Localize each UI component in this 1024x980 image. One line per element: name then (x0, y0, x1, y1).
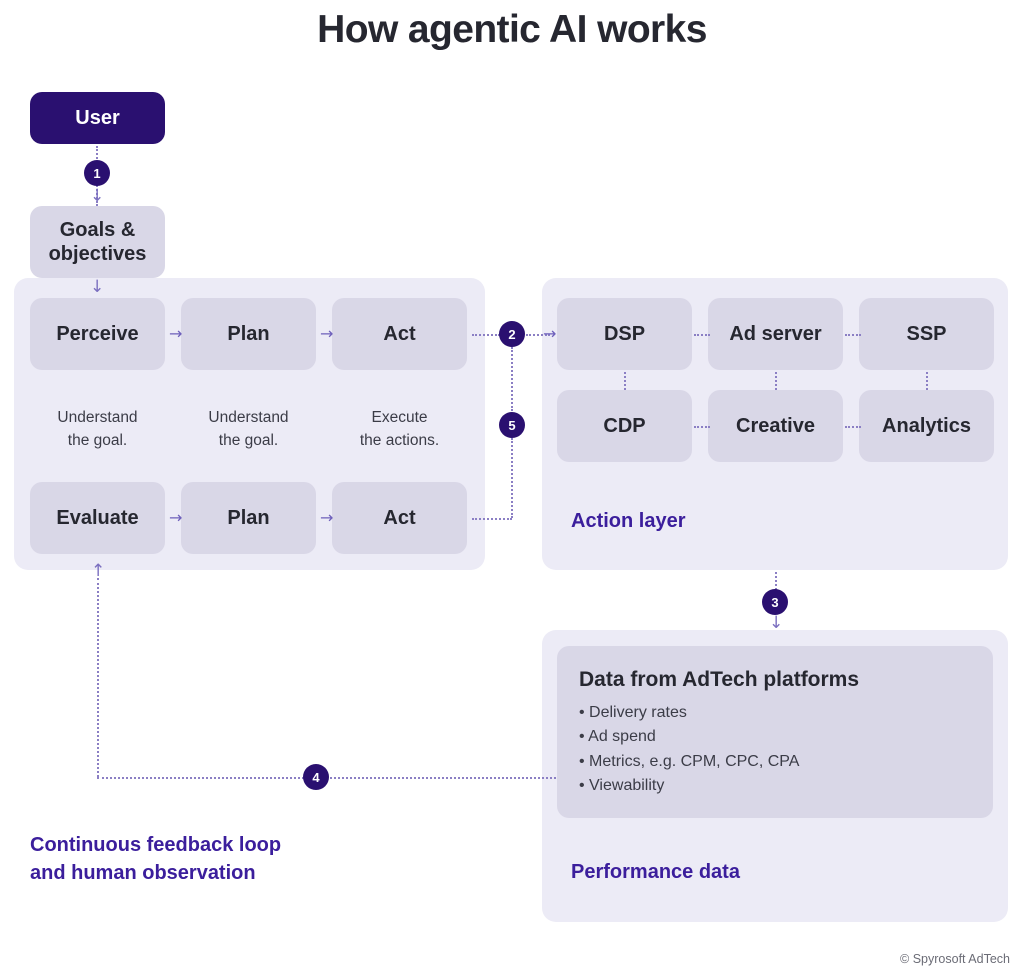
connector-step5-down (511, 438, 513, 518)
node-act-row2: Act (332, 482, 467, 554)
connector-adserver-to-creative (775, 372, 777, 390)
node-dsp-label: DSP (603, 323, 646, 345)
node-ssp: SSP (859, 298, 994, 370)
arrow-down-to-performance: ↓ (769, 613, 784, 633)
node-act-row2-label: Act (383, 507, 416, 529)
step-marker-2: 2 (499, 321, 525, 347)
node-plan-row1: Plan (181, 298, 316, 370)
performance-card-title: Data from AdTech platforms (579, 668, 860, 691)
node-ssp-label: SSP (906, 323, 947, 345)
caption-perceive: Understand the goal. (57, 409, 138, 449)
performance-bullet: • Metrics, e.g. CPM, CPC, CPA (579, 752, 800, 770)
node-perceive: Perceive (30, 298, 165, 370)
node-user-label: User (75, 107, 120, 129)
connector-feedback-vertical (97, 578, 99, 777)
caption-act: Execute the actions. (359, 409, 440, 449)
step-2-label: 2 (508, 326, 516, 342)
node-evaluate-label: Evaluate (56, 507, 139, 529)
step-marker-3: 3 (762, 589, 788, 615)
step-1-label: 1 (93, 165, 101, 181)
page-title: How agentic AI works (317, 8, 707, 51)
performance-bullet: • Delivery rates (579, 704, 687, 721)
node-dsp: DSP (557, 298, 692, 370)
node-cdp-label: CDP (603, 415, 646, 437)
node-plan-row2: Plan (181, 482, 316, 554)
node-analytics: Analytics (859, 390, 994, 462)
arrow-down-to-goals: ↓ (90, 186, 105, 206)
node-evaluate: Evaluate (30, 482, 165, 554)
node-goals-objectives: Goals & objectives (30, 206, 165, 278)
connector-cdp-to-creative (694, 426, 710, 428)
arrow-plan-to-act-row2: → (320, 508, 334, 527)
feedback-loop-label: Continuous feedback loop and human obser… (30, 834, 282, 884)
copyright-footer: © Spyrosoft AdTech (900, 952, 1010, 966)
step-3-label: 3 (771, 594, 779, 610)
performance-data-card: Data from AdTech platforms • Delivery ra… (557, 646, 993, 818)
arrow-evaluate-to-plan: → (169, 508, 183, 527)
performance-data-label: Performance data (571, 861, 740, 883)
performance-bullet: • Ad spend (579, 728, 656, 746)
connector-dsp-to-cdp (624, 372, 626, 390)
arrow-up-to-agent-panel: ↑ (91, 561, 106, 581)
node-cdp: CDP (557, 390, 692, 462)
node-analytics-label: Analytics (882, 415, 971, 437)
connector-act-to-step2 (472, 334, 500, 336)
step-4-label: 4 (312, 769, 320, 785)
connector-dsp-to-adserver (694, 334, 710, 336)
connector-ssp-to-analytics (926, 372, 928, 390)
connector-creative-to-analytics (845, 426, 861, 428)
node-plan-row2-label: Plan (227, 507, 270, 529)
arrow-into-action-layer: → (543, 324, 557, 343)
connector-step5-to-act-row2 (472, 518, 512, 520)
node-goals-label: Goals & objectives (48, 219, 147, 265)
node-act-row1-label: Act (383, 323, 416, 345)
step-marker-4: 4 (303, 764, 329, 790)
node-creative-label: Creative (736, 415, 815, 437)
node-creative: Creative (708, 390, 843, 462)
connector-step2-to-actionlayer (526, 334, 550, 336)
connector-step2-to-step5 (511, 347, 513, 411)
action-layer-label: Action layer (571, 510, 686, 532)
performance-bullet: • Viewability (579, 776, 665, 794)
caption-plan: Understand the goal. (208, 409, 289, 449)
step-marker-5: 5 (499, 412, 525, 438)
node-perceive-label: Perceive (56, 323, 139, 345)
arrow-perceive-to-plan: → (169, 324, 183, 343)
arrow-plan-to-act: → (320, 324, 334, 343)
node-act-row1: Act (332, 298, 467, 370)
connector-actionlayer-to-step3 (775, 572, 777, 590)
step-5-label: 5 (508, 417, 516, 433)
node-ad-server: Ad server (708, 298, 843, 370)
node-ad-server-label: Ad server (729, 323, 822, 345)
arrow-down-to-agent: ↓ (90, 277, 105, 297)
node-user: User (30, 92, 165, 144)
node-plan-row1-label: Plan (227, 323, 270, 345)
connector-adserver-to-ssp (845, 334, 861, 336)
step-marker-1: 1 (84, 160, 110, 186)
